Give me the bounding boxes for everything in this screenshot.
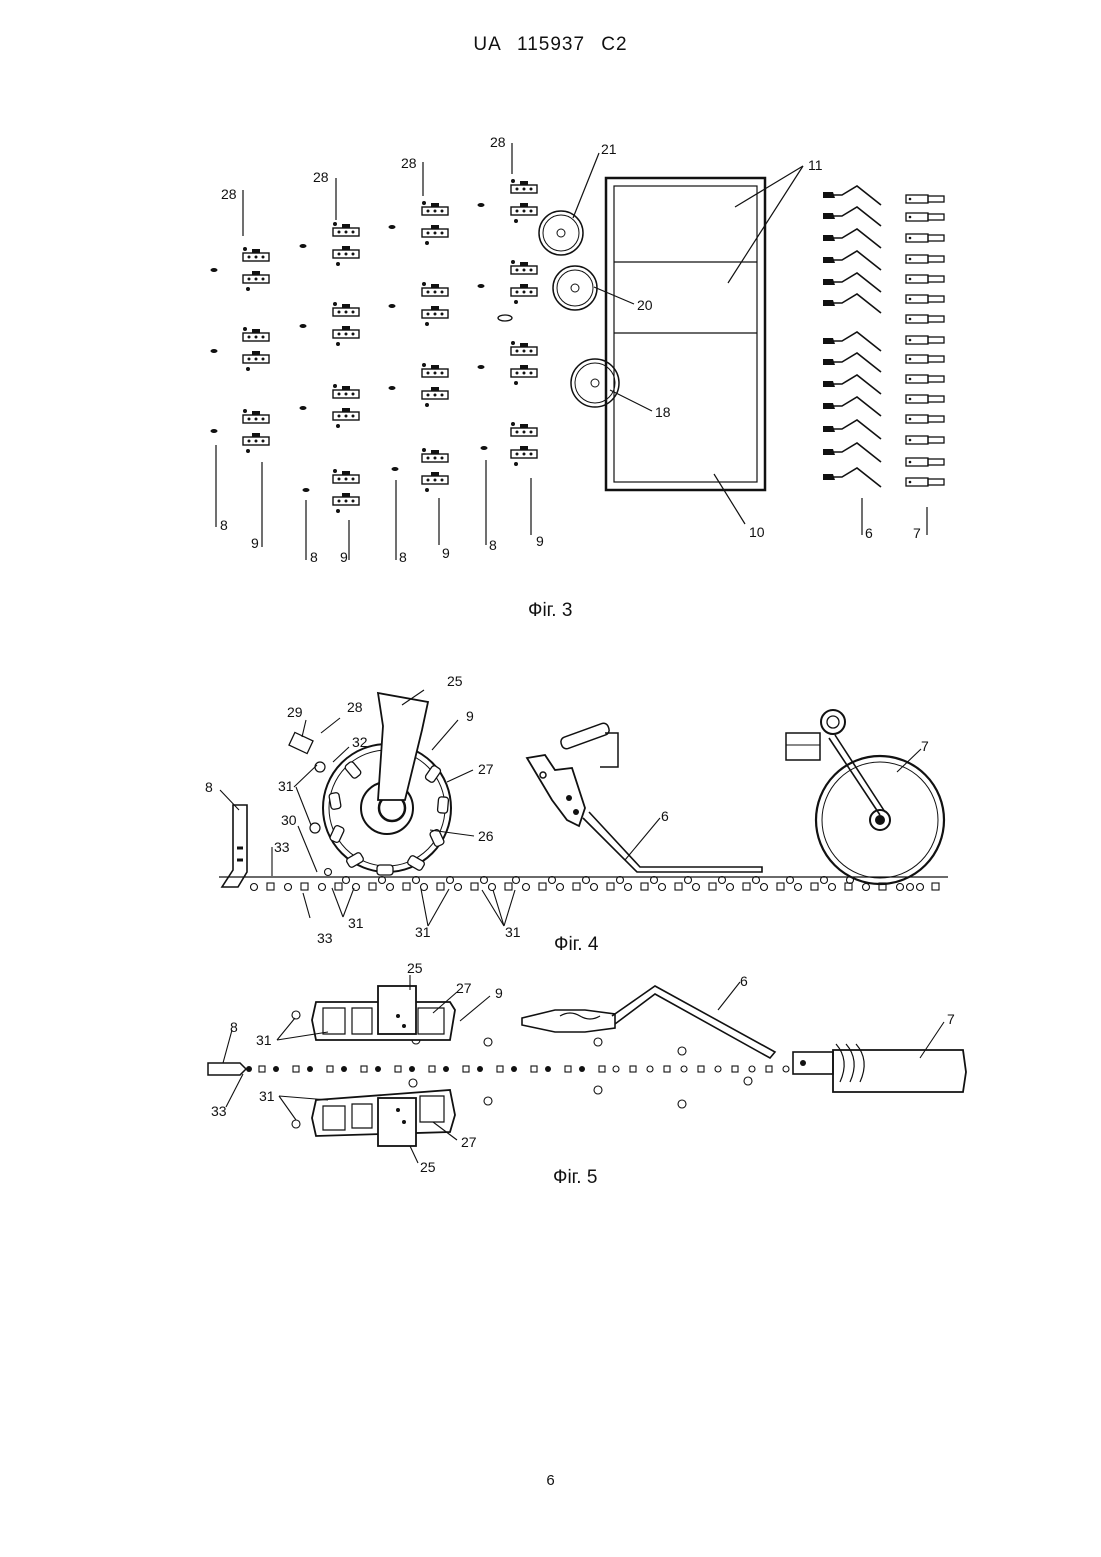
fig5-label-27: 27 bbox=[456, 980, 472, 996]
fig5-label-25: 25 bbox=[420, 1159, 436, 1175]
fig4-label-28: 28 bbox=[347, 699, 363, 715]
figure-5-caption: Фіг. 5 bbox=[553, 1167, 597, 1188]
fig3-label-8: 8 bbox=[220, 517, 228, 533]
fig4-label-31: 31 bbox=[278, 778, 294, 794]
figure-3: 28 28 28 28 21 11 20 18 10 6 7 8 9 8 9 8… bbox=[211, 134, 945, 621]
fig4-label-32: 32 bbox=[352, 734, 368, 750]
fig3-label-20: 20 bbox=[637, 297, 653, 313]
fig3-label-28: 28 bbox=[401, 155, 417, 171]
fig4-label-33: 33 bbox=[274, 839, 290, 855]
fig4-label-8: 8 bbox=[205, 779, 213, 795]
fig3-label-11: 11 bbox=[808, 157, 823, 173]
fig3-label-8: 8 bbox=[310, 549, 318, 565]
fig4-label-31: 31 bbox=[415, 924, 431, 940]
fig4-label-25: 25 bbox=[447, 673, 463, 689]
fig3-label-9: 9 bbox=[251, 535, 259, 551]
fig5-label-33: 33 bbox=[211, 1103, 227, 1119]
fig4-label-6: 6 bbox=[661, 808, 669, 824]
fig3-label-9: 9 bbox=[536, 533, 544, 549]
fig3-label-8: 8 bbox=[489, 537, 497, 553]
figure-3-caption: Фіг. 3 bbox=[528, 600, 572, 621]
fig3-label-18: 18 bbox=[655, 404, 671, 420]
fig4-label-30: 30 bbox=[281, 812, 297, 828]
fig5-label-6: 6 bbox=[740, 973, 748, 989]
fig3-label-8: 8 bbox=[399, 549, 407, 565]
fig5-label-27: 27 bbox=[461, 1134, 477, 1150]
fig3-label-9: 9 bbox=[340, 549, 348, 565]
fig5-label-31: 31 bbox=[256, 1032, 272, 1048]
fig4-label-26: 26 bbox=[478, 828, 494, 844]
fig4-label-7: 7 bbox=[921, 738, 929, 754]
fig5-label-31: 31 bbox=[259, 1088, 275, 1104]
fig3-label-7: 7 bbox=[913, 525, 921, 541]
fig3-label-6: 6 bbox=[865, 525, 873, 541]
fig5-label-8: 8 bbox=[230, 1019, 238, 1035]
fig4-label-27: 27 bbox=[478, 761, 494, 777]
fig5-label-7: 7 bbox=[947, 1011, 955, 1027]
figure-5: 25 27 9 6 7 8 31 33 31 27 25 Фіг. 5 bbox=[208, 960, 966, 1188]
fig4-label-33: 33 bbox=[317, 930, 333, 946]
figure-4: 25 29 28 9 32 27 31 8 30 26 33 6 7 33 31… bbox=[205, 673, 948, 955]
fig4-label-31: 31 bbox=[505, 924, 521, 940]
fig3-label-28: 28 bbox=[313, 169, 329, 185]
fig5-label-25: 25 bbox=[407, 960, 423, 976]
fig3-label-21: 21 bbox=[601, 141, 617, 157]
fig3-label-10: 10 bbox=[749, 524, 765, 540]
fig4-label-9: 9 bbox=[466, 708, 474, 724]
fig4-label-31: 31 bbox=[348, 915, 364, 931]
fig3-label-28: 28 bbox=[490, 134, 506, 150]
figure-4-caption: Фіг. 4 bbox=[554, 934, 599, 955]
fig4-label-29: 29 bbox=[287, 704, 303, 720]
fig5-label-9: 9 bbox=[495, 985, 503, 1001]
page-number: 6 bbox=[0, 1472, 1101, 1489]
fig3-label-9: 9 bbox=[442, 545, 450, 561]
fig3-label-28: 28 bbox=[221, 186, 237, 202]
